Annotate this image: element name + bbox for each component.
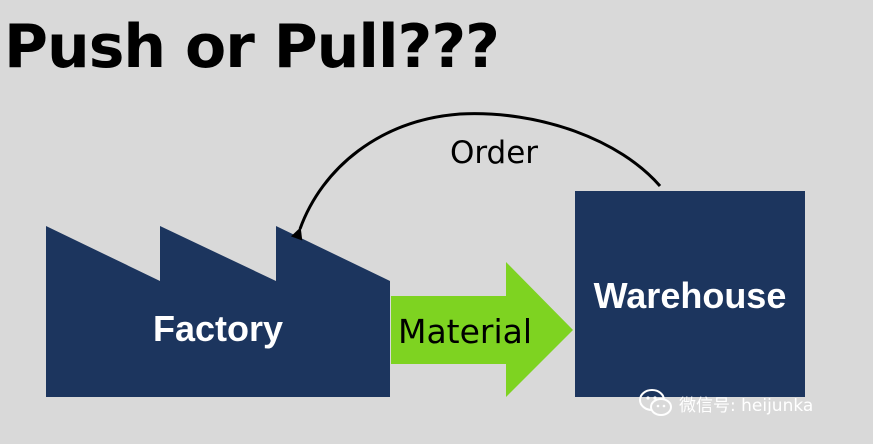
order-label: Order bbox=[450, 135, 538, 171]
page-title: Push or Pull??? bbox=[4, 12, 500, 82]
factory-shape bbox=[46, 226, 390, 397]
material-label: Material bbox=[398, 312, 532, 351]
warehouse-box bbox=[575, 191, 805, 397]
warehouse-label: Warehouse bbox=[594, 275, 787, 316]
watermark: 微信号: heijunka bbox=[639, 388, 813, 418]
material-arrow bbox=[391, 262, 573, 397]
watermark-text: 微信号: heijunka bbox=[679, 395, 814, 416]
factory-label: Factory bbox=[153, 308, 283, 349]
wechat-icon bbox=[639, 389, 672, 416]
order-curve-arrow bbox=[290, 112, 662, 241]
